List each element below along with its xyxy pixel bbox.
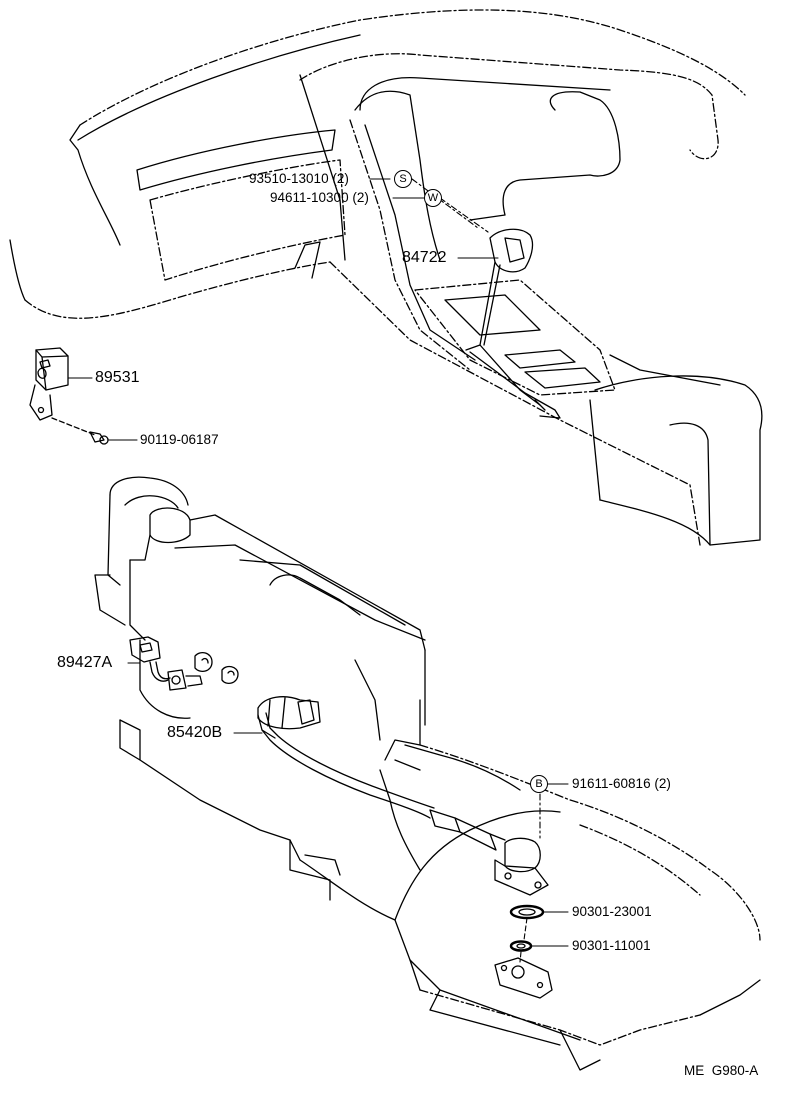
w-symbol: W: [424, 189, 442, 207]
label-94611-10300: 94611-10300 (2): [270, 190, 369, 205]
s-symbol: S: [394, 170, 412, 188]
label-91611-60816: 91611-60816 (2): [572, 776, 671, 791]
label-84722: 84722: [402, 249, 447, 266]
label-90119-06187: 90119-06187: [140, 432, 219, 447]
center-console: [329, 90, 763, 546]
label-90301-23001: 90301-23001: [572, 904, 652, 919]
label-90301-11001: 90301-11001: [572, 938, 651, 953]
cable-85420B: [257, 696, 549, 896]
gasket-plate: [494, 957, 553, 999]
b-symbol: B: [530, 775, 548, 793]
label-93510-13010: 93510-13010 (2): [249, 171, 349, 186]
label-89531: 89531: [95, 369, 140, 386]
leader-lines: [67, 178, 569, 963]
label-89427A: 89427A: [57, 654, 113, 671]
label-85420B: 85420B: [167, 724, 223, 741]
shift-lever: [465, 228, 561, 419]
transmission-case: [299, 744, 761, 1071]
washer-90301-23001: [509, 904, 545, 920]
engine-block: [94, 476, 521, 901]
diagram-code: ME G980-A: [684, 1063, 759, 1078]
washer-90301-11001: [509, 940, 533, 952]
dashboard-outline: [9, 9, 746, 319]
sensor-89427A: [129, 636, 239, 691]
switch-89531: [29, 347, 96, 436]
